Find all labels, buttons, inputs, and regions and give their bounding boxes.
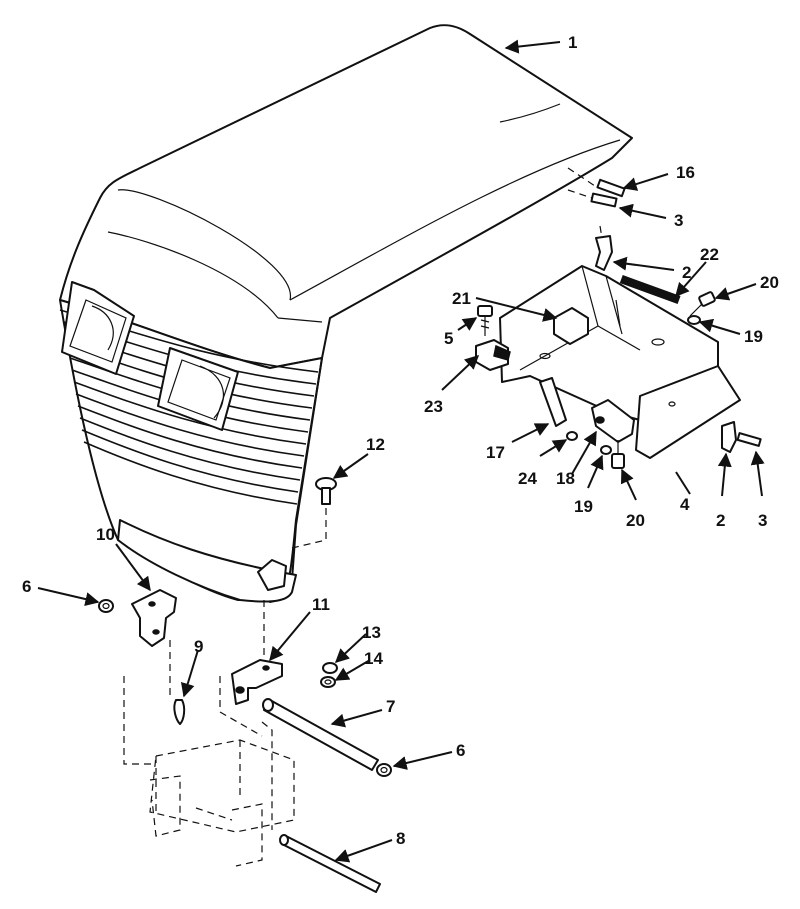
callout-label: 10 [96, 525, 115, 544]
callout-label: 23 [424, 397, 443, 416]
bracket-11-assembly: 11 13 14 [231, 595, 383, 705]
screw-5: 5 [444, 305, 493, 348]
nut-24: 24 [518, 431, 578, 488]
washer-19-upper: 19 [687, 315, 763, 346]
callout-label: 11 [312, 595, 330, 614]
callout-label: 21 [452, 289, 471, 308]
spring-22: 22 [619, 245, 719, 305]
pin-3-lower: 3 [736, 432, 767, 530]
callout-label: 6 [22, 577, 31, 596]
callout-label: 16 [676, 163, 695, 182]
pivot-rod-7: 7 6 [262, 697, 465, 777]
callout-label: 2 [682, 263, 691, 282]
callout-label: 24 [518, 469, 537, 488]
callout-label: 17 [486, 443, 505, 462]
callout-label: 13 [362, 623, 381, 642]
block-21: 21 [452, 289, 589, 345]
callout-label: 14 [364, 649, 383, 668]
cotter-pin-9: 9 [173, 637, 203, 725]
washer-19-lower: 19 [574, 445, 612, 516]
hinge-clip-lower: 2 [716, 421, 737, 530]
hood-latch-hook [257, 559, 287, 591]
plate-18: 18 [556, 399, 635, 488]
callout-label: 3 [674, 211, 683, 230]
callout-label: 3 [758, 511, 767, 530]
callout-label: 6 [456, 741, 465, 760]
hood-lower-panel [117, 519, 297, 603]
callout-label: 1 [568, 33, 577, 52]
frame-mount-hidden [123, 640, 295, 867]
callout-label: 7 [386, 697, 395, 716]
link-17: 17 [486, 377, 567, 462]
callout-label: 22 [700, 245, 719, 264]
callout-label: 20 [626, 511, 645, 530]
right-headlight [157, 347, 239, 431]
callout-label: 2 [716, 511, 725, 530]
callout-label: 20 [760, 273, 779, 292]
bolt-20-upper: 20 [689, 273, 779, 317]
left-headlight [61, 281, 135, 375]
pivot-pins: 16 3 [567, 163, 695, 230]
callout-label: 19 [744, 327, 763, 346]
callout-label: 12 [366, 435, 385, 454]
hinge-clip-upper: 2 [595, 225, 691, 282]
callout-label: 18 [556, 469, 575, 488]
callout-label: 8 [396, 829, 405, 848]
callout-label: 19 [574, 497, 593, 516]
hood-assembly: 1 [59, 24, 633, 603]
bolt-20-lower: 20 [611, 440, 645, 530]
carriage-bolt-12: 12 [291, 435, 385, 549]
callout-label: 4 [680, 495, 690, 514]
hinge-bracket-assembly: 22 20 19 21 5 [424, 245, 779, 530]
bracket-10-assembly: 10 6 [22, 525, 177, 647]
callout-label: 9 [194, 637, 203, 656]
bracket-side-flange [635, 365, 741, 459]
callout-label: 5 [444, 329, 453, 348]
clip-23: 23 [424, 339, 511, 416]
pivot-rod-8: 8 [279, 829, 405, 893]
